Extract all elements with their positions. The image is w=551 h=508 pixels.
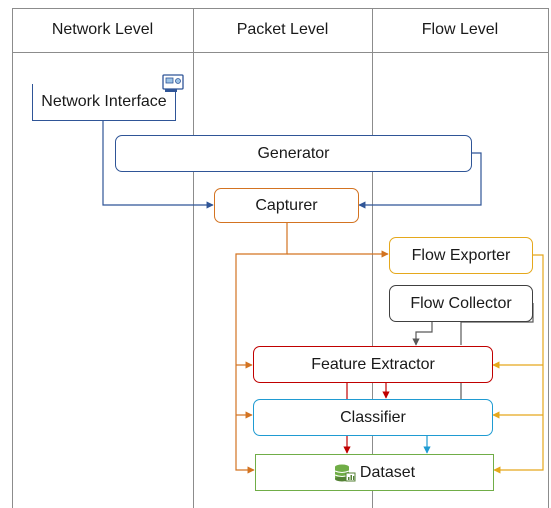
edge-capturer-trunk (235, 222, 288, 474)
edge-collector-to-extractor (412, 321, 433, 346)
node-feature-extractor[interactable]: Feature Extractor (253, 346, 493, 383)
node-dataset[interactable]: Dataset (255, 454, 494, 491)
database-icon (334, 463, 356, 483)
node-dataset-label: Dataset (359, 463, 416, 481)
node-network-interface-label: Network Interface (41, 93, 167, 110)
edge-exporter-trunk (493, 254, 544, 474)
lane-divider-1 (193, 8, 194, 508)
lane-header-border (12, 52, 549, 53)
node-feature-extractor-label: Feature Extractor (311, 355, 435, 373)
edge-collector-branch (460, 303, 534, 345)
lane-divider-right (548, 8, 549, 508)
lane-header-packet: Packet Level (236, 21, 329, 38)
lane-divider-2 (372, 8, 373, 508)
lane-divider-left (12, 8, 13, 508)
lane-header-flow: Flow Level (421, 21, 499, 38)
node-generator-label: Generator (257, 144, 330, 162)
node-generator[interactable]: Generator (115, 135, 472, 172)
network-card-icon (162, 73, 184, 93)
lane-top-border (12, 8, 549, 9)
node-classifier-label: Classifier (340, 408, 406, 426)
lane-header-network: Network Level (51, 21, 154, 38)
node-flow-collector[interactable]: Flow Collector (389, 285, 533, 322)
node-flow-exporter-label: Flow Exporter (411, 246, 511, 264)
node-capturer-label: Capturer (255, 196, 318, 214)
node-classifier[interactable]: Classifier (253, 399, 493, 436)
edge-generator-to-capturer (358, 152, 482, 209)
node-network-interface[interactable]: Network Interface (32, 84, 176, 121)
node-capturer[interactable]: Capturer (214, 188, 359, 223)
edge-interface-to-capturer (102, 120, 214, 209)
node-flow-collector-label: Flow Collector (410, 294, 512, 312)
node-flow-exporter[interactable]: Flow Exporter (389, 237, 533, 274)
